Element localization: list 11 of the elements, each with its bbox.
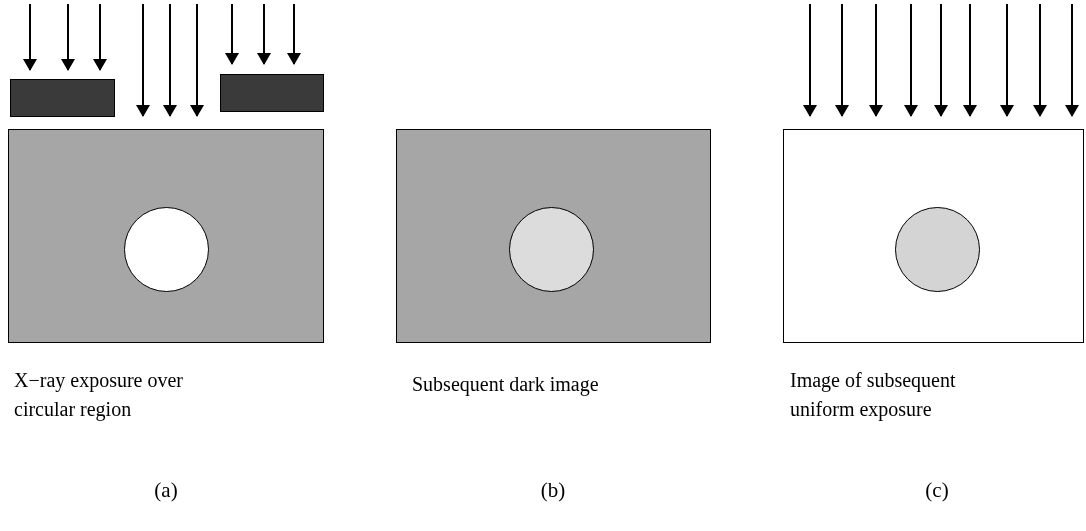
shield-block — [220, 74, 324, 112]
panel-letter: (a) — [154, 478, 178, 503]
panel-caption: Image of subsequent uniform exposure — [790, 368, 957, 423]
shield-block — [10, 79, 115, 117]
panel-caption: Subsequent dark image — [412, 372, 600, 398]
panel-letter: (c) — [925, 478, 949, 503]
detector-panel — [8, 129, 324, 343]
panel-caption: X−ray exposure over circular region — [14, 368, 184, 423]
detector-panel — [783, 129, 1084, 343]
panel-letter: (b) — [540, 478, 566, 503]
detector-panel — [396, 129, 711, 343]
